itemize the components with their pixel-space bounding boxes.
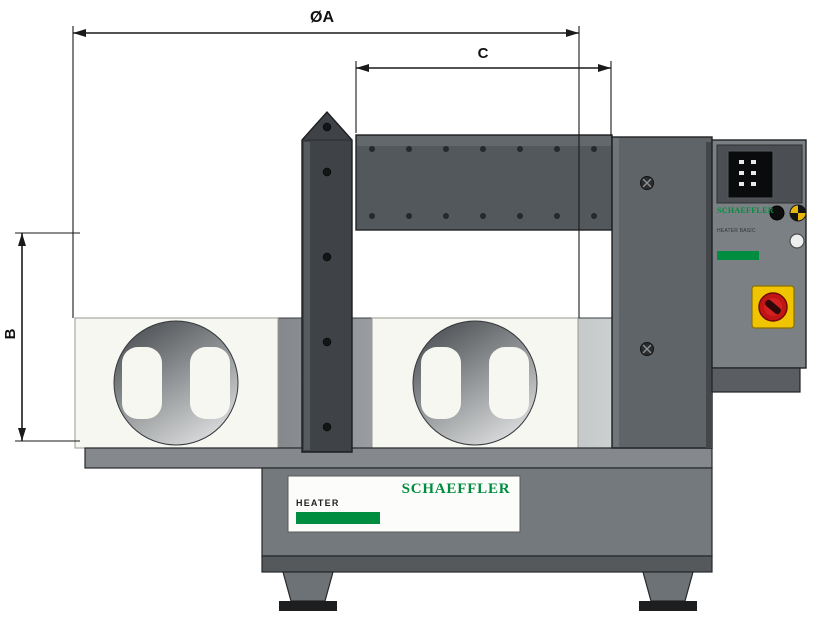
panel-model-text: HEATER BASIC: [717, 228, 756, 234]
bearing-support-left: [74, 317, 279, 449]
panel-green-bar: [717, 251, 759, 260]
dimension-a-label: ØA: [310, 9, 334, 26]
screw-x-icon: [640, 176, 654, 190]
control-panel: [706, 139, 807, 448]
panel-brand-text: SCHAEFFLER: [717, 206, 774, 215]
display-segments: [739, 160, 756, 186]
support-rail: [84, 447, 713, 469]
machine-base: [84, 447, 713, 611]
yoke-rivets: [369, 146, 597, 219]
foot-right: [642, 571, 694, 602]
base-brand-text: SCHAEFFLER: [401, 481, 511, 497]
support-post: [301, 110, 353, 453]
panel-bottom-strip: [711, 367, 801, 393]
bearing-support-right: [371, 317, 579, 449]
screw-x-icon: [640, 342, 654, 356]
dimension-lines: [15, 26, 612, 442]
dimension-b-label: B: [2, 328, 19, 340]
indicator-button-icon: [789, 233, 805, 249]
post-rivets: [322, 122, 332, 432]
yoke-crossbar: [355, 134, 613, 231]
heater-column: [611, 136, 713, 449]
dimension-c-label: C: [477, 45, 489, 62]
foot-left: [282, 571, 334, 602]
foot-left-pad: [279, 601, 337, 611]
power-knob-icon: [769, 205, 785, 221]
emergency-stop-icon: [751, 285, 795, 329]
base-green-bar: [296, 512, 380, 524]
plinth: [261, 555, 713, 573]
display-icon: [727, 150, 774, 199]
selector-knob-icon: [789, 204, 807, 222]
base-product-text: HEATER: [296, 498, 340, 508]
foot-right-pad: [639, 601, 697, 611]
